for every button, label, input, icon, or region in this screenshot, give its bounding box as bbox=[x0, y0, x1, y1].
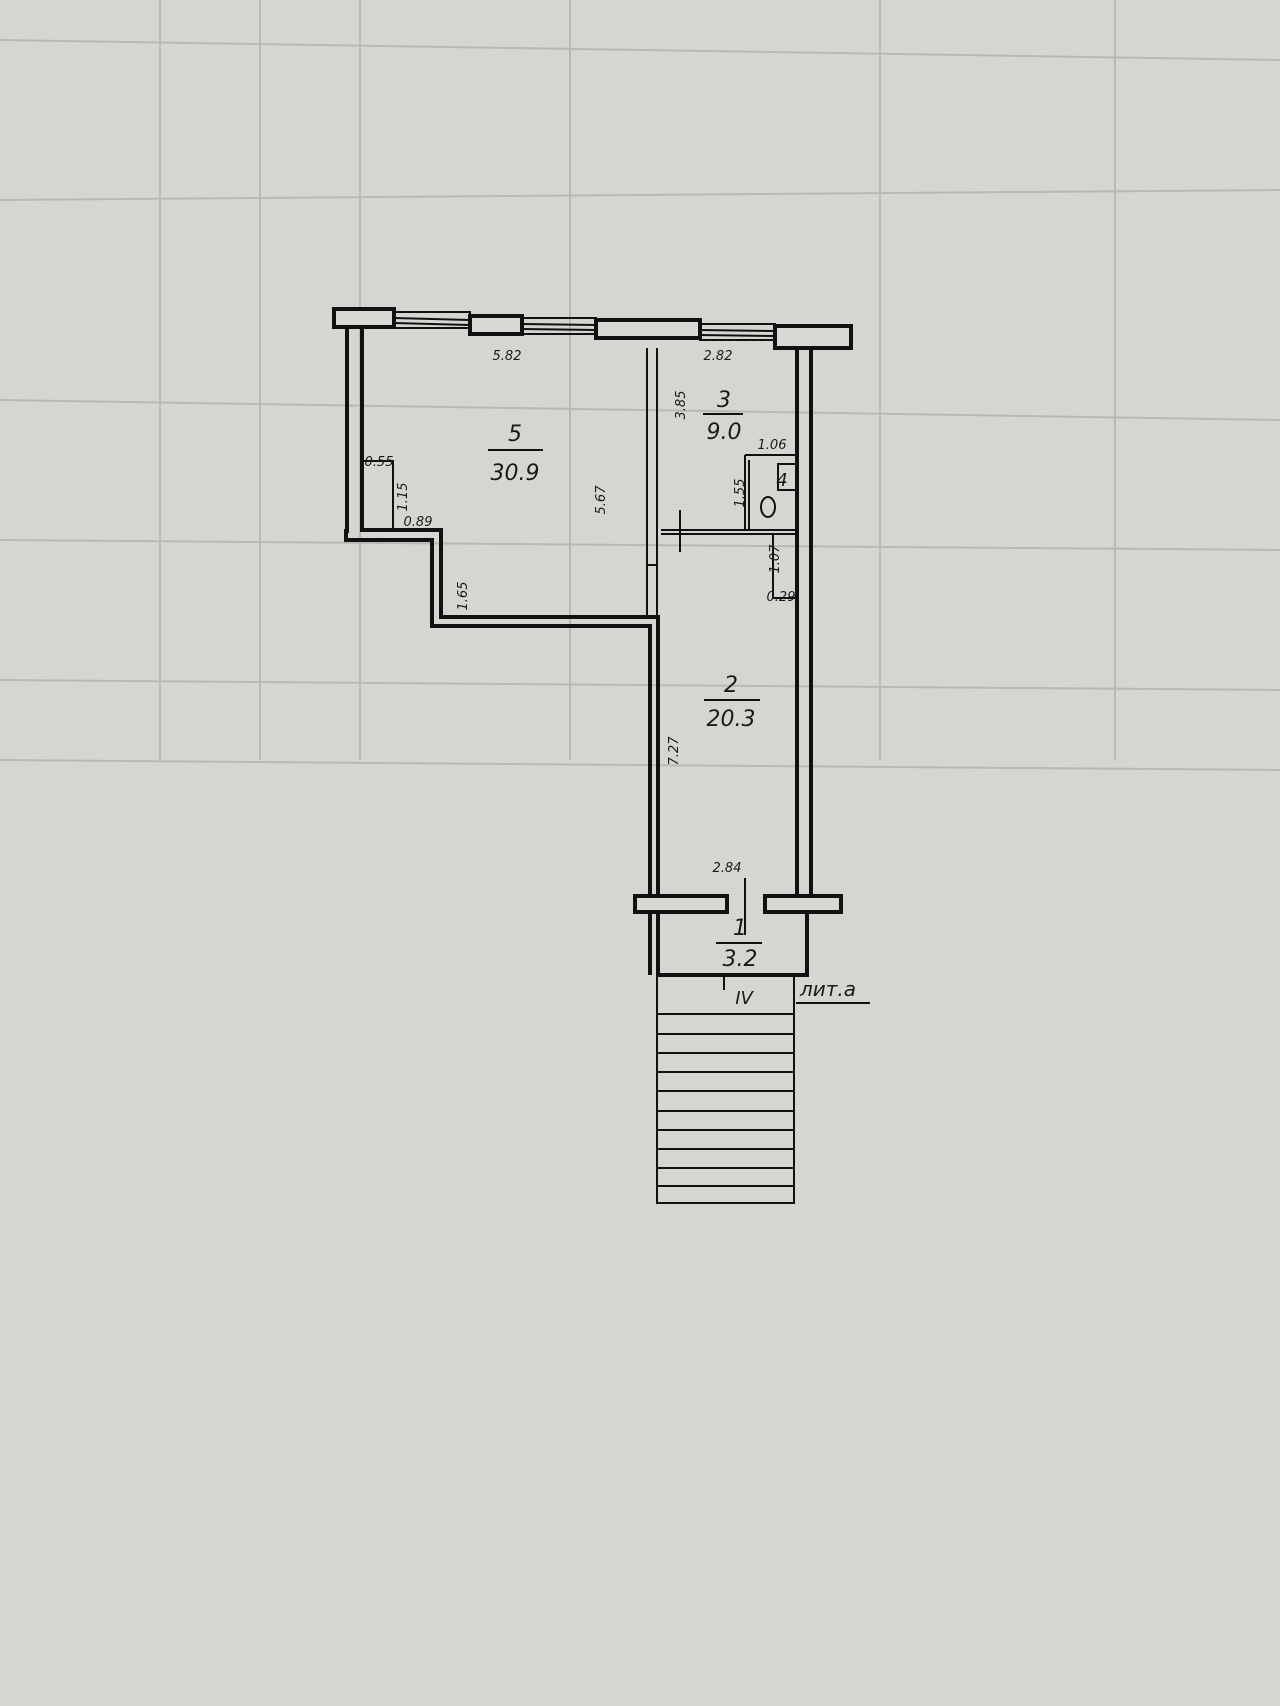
dim-recess-depth: 0.29 bbox=[767, 590, 796, 605]
building-label-text: лит.а bbox=[799, 977, 856, 1001]
building-label: лит.а bbox=[796, 977, 870, 1004]
room-area: 9.0 bbox=[707, 420, 742, 445]
room-number: 2 bbox=[724, 673, 738, 698]
room-4-number: 4 bbox=[776, 470, 787, 491]
partitions bbox=[362, 348, 798, 617]
room-number: 3 bbox=[717, 388, 731, 413]
outer-walls bbox=[344, 327, 813, 977]
dim-step-height: 1.65 bbox=[456, 582, 471, 611]
room-number: 1 bbox=[733, 916, 747, 941]
room-5-label: 5 30.9 bbox=[488, 422, 543, 486]
room-area: 30.9 bbox=[491, 461, 540, 486]
stairs bbox=[656, 975, 795, 1204]
background-ghost-table bbox=[0, 0, 1280, 771]
dim-room3-height: 3.85 bbox=[674, 391, 689, 420]
dim-room5-height: 5.67 bbox=[594, 485, 609, 515]
window bbox=[393, 311, 776, 341]
dim-niche-height: 1.15 bbox=[396, 483, 411, 512]
room-number: 5 bbox=[508, 422, 522, 447]
dim-room3-width: 2.82 bbox=[704, 349, 733, 364]
dim-wc-width: 1.06 bbox=[758, 438, 787, 453]
room-1-label: 1 3.2 bbox=[716, 916, 762, 972]
dimension-labels: 5.82 2.82 3.85 5.67 0.55 1.15 0.89 1.65 … bbox=[365, 349, 796, 876]
entrance-wall bbox=[633, 878, 843, 990]
dim-recess-height: 1.07 bbox=[768, 544, 783, 574]
dim-room2-height: 7.27 bbox=[667, 736, 682, 766]
dim-room5-width: 5.82 bbox=[493, 349, 522, 364]
dim-wc-height: 1.55 bbox=[733, 479, 748, 508]
dim-room2-width: 2.84 bbox=[713, 861, 742, 876]
room-2-label: 2 20.3 bbox=[704, 673, 760, 732]
dim-step-width: 0.89 bbox=[404, 515, 433, 530]
section-mark: IV bbox=[735, 988, 754, 1009]
dim-niche-width: 0.55 bbox=[365, 455, 394, 470]
room-3-label: 3 9.0 bbox=[703, 388, 743, 445]
room-area: 3.2 bbox=[723, 947, 758, 972]
room-area: 20.3 bbox=[707, 707, 756, 732]
